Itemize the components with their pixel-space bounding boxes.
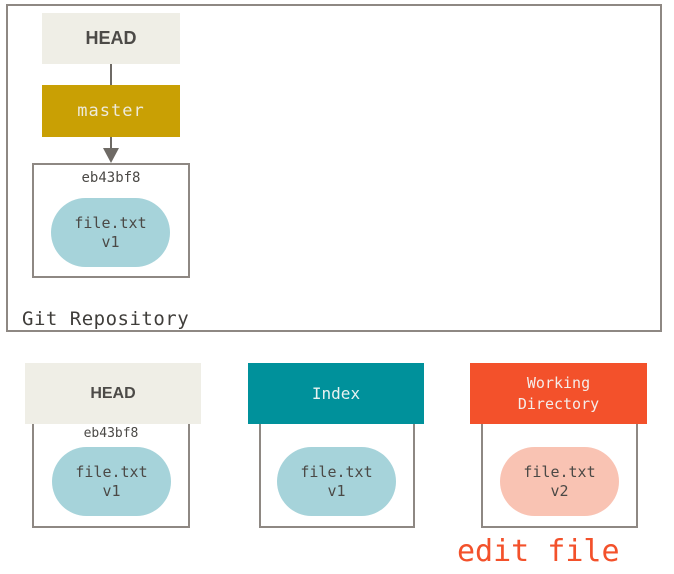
commit-id-label: eb43bf8 — [81, 170, 141, 186]
head-pointer-box: HEAD — [42, 13, 180, 64]
file-name: file.txt — [75, 462, 148, 481]
file-name: file.txt — [300, 462, 373, 481]
file-snapshot-pill: file.txt v1 — [51, 198, 170, 267]
master-branch-box: master — [42, 85, 180, 137]
edit-file-annotation: edit file — [457, 534, 620, 569]
column-header-index: Index — [248, 363, 424, 424]
index-column-box: file.txt v1 — [259, 424, 415, 528]
file-name: file.txt — [523, 462, 596, 481]
head-column-commit-id: eb43bf8 — [83, 426, 139, 441]
working-directory-column-box: file.txt v2 — [481, 424, 638, 528]
git-repository-label: Git Repository — [22, 308, 190, 330]
file-version: v1 — [102, 481, 121, 500]
file-version: v2 — [550, 481, 569, 500]
head-to-master-line — [110, 64, 112, 85]
working-directory-file-pill: file.txt v2 — [500, 447, 619, 516]
index-file-pill: file.txt v1 — [277, 447, 396, 516]
file-version: v1 — [327, 481, 346, 500]
column-header-head: HEAD — [25, 363, 201, 424]
head-file-pill: file.txt v1 — [52, 447, 171, 516]
column-header-working-directory: Working Directory — [470, 363, 647, 424]
file-version: v1 — [101, 232, 120, 251]
head-column-box: eb43bf8 file.txt v1 — [32, 424, 190, 528]
master-to-commit-arrow-shaft — [110, 137, 112, 150]
master-to-commit-arrow-head-icon — [103, 148, 119, 163]
file-name: file.txt — [74, 213, 147, 232]
commit-box: eb43bf8 file.txt v1 — [32, 163, 190, 278]
